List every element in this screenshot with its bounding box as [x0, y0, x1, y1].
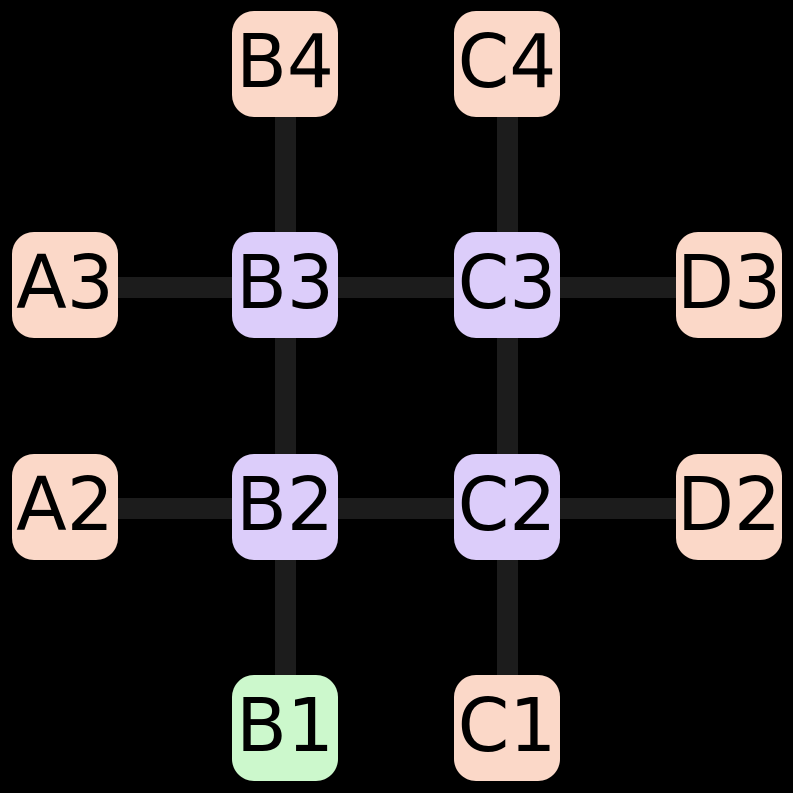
- node-label-d2: D2: [676, 462, 782, 548]
- edge-c2-d2: [560, 498, 677, 519]
- node-b4[interactable]: B4: [232, 11, 338, 117]
- node-label-b3: B3: [236, 240, 334, 326]
- node-label-c1: C1: [457, 683, 557, 769]
- node-label-b1: B1: [236, 683, 334, 769]
- node-label-a2: A2: [16, 462, 114, 548]
- edge-c4-c3: [497, 117, 518, 233]
- node-a2[interactable]: A2: [12, 454, 118, 560]
- node-a3[interactable]: A3: [12, 232, 118, 338]
- edge-b4-b3: [275, 117, 296, 233]
- edge-a3-b3: [118, 277, 233, 298]
- edge-c3-d3: [560, 277, 677, 298]
- node-c4[interactable]: C4: [454, 11, 560, 117]
- node-b2[interactable]: B2: [232, 454, 338, 560]
- edge-b3-b2: [275, 338, 296, 455]
- node-d3[interactable]: D3: [676, 232, 782, 338]
- node-label-b2: B2: [236, 462, 334, 548]
- edge-b2-b1: [275, 560, 296, 677]
- node-c2[interactable]: C2: [454, 454, 560, 560]
- node-label-c3: C3: [457, 240, 557, 326]
- node-label-c4: C4: [457, 19, 557, 105]
- edge-a2-b2: [118, 498, 233, 519]
- edge-b3-c3: [338, 277, 455, 298]
- node-label-b4: B4: [236, 19, 334, 105]
- node-d2[interactable]: D2: [676, 454, 782, 560]
- node-label-c2: C2: [457, 462, 557, 548]
- node-b1[interactable]: B1: [232, 675, 338, 781]
- edge-c2-c1: [497, 560, 518, 677]
- edge-c3-c2: [497, 338, 518, 455]
- node-label-d3: D3: [676, 240, 782, 326]
- node-b3[interactable]: B3: [232, 232, 338, 338]
- node-c1[interactable]: C1: [454, 675, 560, 781]
- edge-b2-c2: [338, 498, 455, 519]
- node-c3[interactable]: C3: [454, 232, 560, 338]
- node-label-a3: A3: [16, 240, 114, 326]
